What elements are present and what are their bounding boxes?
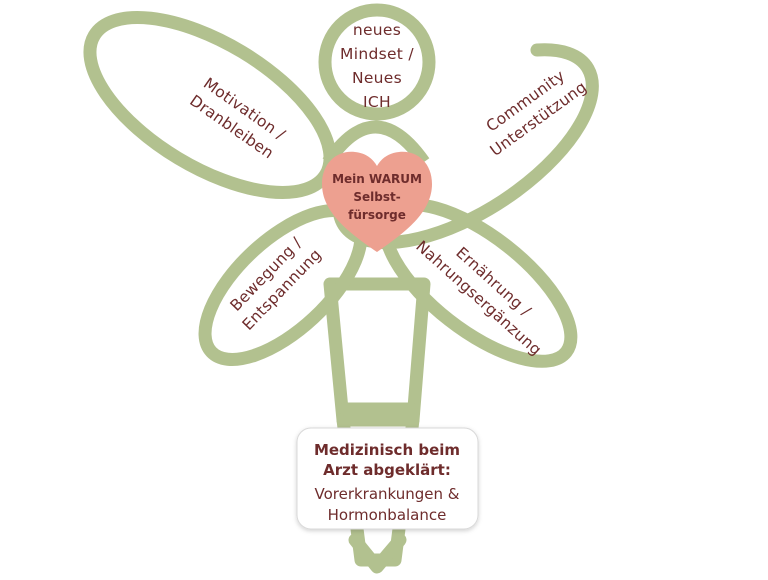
base-box-body-line-2: Hormonbalance [328,506,447,524]
head-label: neues Mindset / Neues ICH [340,21,414,111]
base-box-title-line-2: Arzt abgeklärt: [323,461,451,479]
head-line-2: Mindset / [340,45,414,63]
base-box: Medizinisch beim Arzt abgeklärt: Vorerkr… [296,427,479,530]
heart-line-1: Mein WARUM [332,172,422,186]
heart-line-2: Selbst- [353,190,400,204]
head-line-3: Neues [352,69,402,87]
head-circle [318,3,436,121]
base-box-title-line-1: Medizinisch beim [314,441,460,459]
head-line-1: neues [353,21,401,39]
heart-line-3: fürsorge [348,208,406,222]
head-line-4: ICH [363,93,391,111]
base-box-body-line-1: Vorerkrankungen & [314,485,459,503]
head-shape [318,3,436,166]
heart-icon: Mein WARUM Selbst- fürsorge [322,151,432,252]
wing-upper-left-label: Motivation / Dranbleiben [186,74,289,162]
